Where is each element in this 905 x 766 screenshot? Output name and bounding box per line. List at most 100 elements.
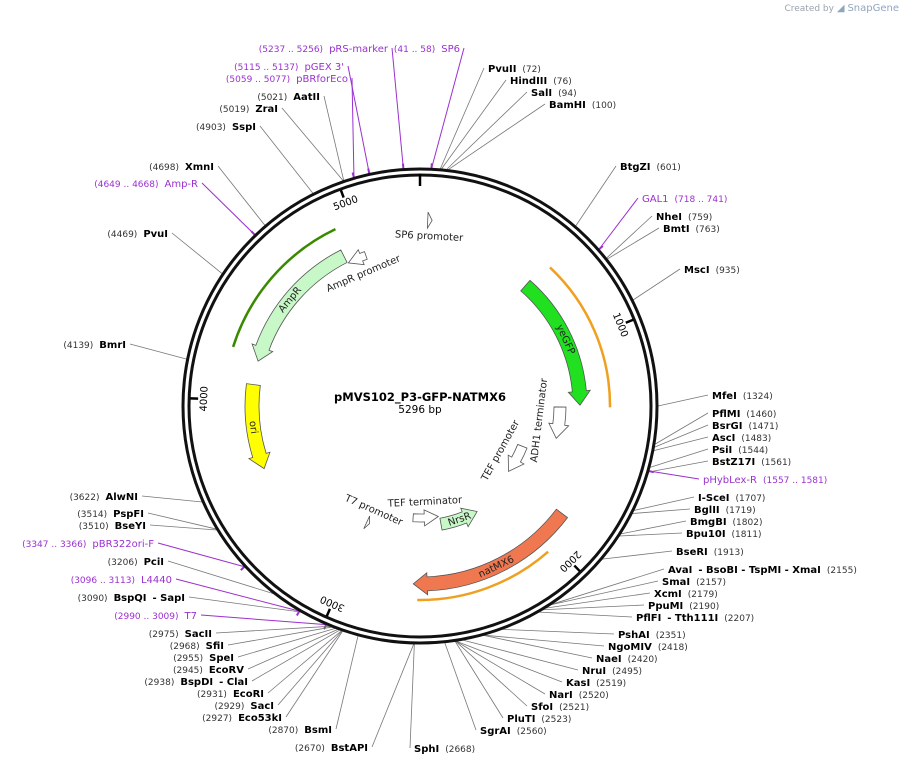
restriction-site-label[interactable]: BstZ17I(1561)	[712, 457, 791, 468]
feature-yegfp[interactable]	[520, 279, 592, 406]
restriction-site-label[interactable]: SmaI(2157)	[662, 577, 726, 588]
feature-sp6-promoter[interactable]	[426, 211, 433, 230]
restriction-site-label[interactable]: PflFI- Tth111I(2207)	[636, 613, 754, 624]
restriction-site-label[interactable]: NarI(2520)	[549, 690, 609, 701]
restriction-site-label[interactable]: (4469)PvuI	[107, 229, 168, 240]
restriction-site-label[interactable]: (3510)BseYI	[79, 521, 146, 532]
restriction-site-label[interactable]: KasI(2519)	[566, 678, 626, 689]
credit-prefix: Created by	[784, 4, 834, 14]
restriction-site-label[interactable]: (2955)SpeI	[173, 653, 234, 664]
restriction-site-label[interactable]: AscI(1483)	[712, 433, 771, 444]
restriction-site-label[interactable]: PluTI(2523)	[507, 714, 571, 725]
site-position: (2938)	[144, 678, 174, 688]
svg-text:(2975)SacII: (2975)SacII	[149, 629, 212, 640]
restriction-site-label[interactable]: BglII(1719)	[694, 505, 756, 516]
restriction-site-label[interactable]: (2968)SfiI	[170, 641, 224, 652]
restriction-site-label[interactable]: (5019)ZraI	[219, 104, 278, 115]
restriction-site-label[interactable]: (4698)XmnI	[149, 162, 214, 173]
feature-t7-promoter[interactable]	[363, 515, 371, 530]
restriction-site-label[interactable]: BamHI(100)	[549, 100, 616, 111]
restriction-site-label[interactable]: NheI(759)	[656, 212, 712, 223]
site-name: NaeI	[596, 654, 622, 665]
site-name: BstAPI	[331, 743, 368, 754]
restriction-site-label[interactable]: SfoI(2521)	[531, 702, 589, 713]
restriction-site-label[interactable]: (2945)EcoRV	[173, 665, 244, 676]
restriction-site-label[interactable]: I-SceI(1707)	[698, 493, 765, 504]
restriction-site-label[interactable]: (3514)PspFI	[77, 509, 144, 520]
svg-text:(4469)PvuI: (4469)PvuI	[107, 229, 168, 240]
restriction-site-label[interactable]: NgoMIV(2418)	[608, 642, 688, 653]
restriction-site-label[interactable]: BtgZI(601)	[620, 162, 681, 173]
feature-site-label[interactable]: (41 .. 58)SP6	[394, 44, 460, 55]
restriction-site-label[interactable]: (3090)BspQI- SapI	[78, 593, 185, 604]
svg-text:(2670)BstAPI: (2670)BstAPI	[295, 743, 368, 754]
feature-ori[interactable]	[244, 383, 271, 470]
svg-text:NaeI(2420): NaeI(2420)	[596, 654, 658, 665]
restriction-site-label[interactable]: PsiI(1544)	[712, 445, 768, 456]
feature-site-label[interactable]: (3347 .. 3366)pBR322ori-F	[22, 539, 154, 550]
restriction-site-label[interactable]: NaeI(2420)	[596, 654, 658, 665]
feature-adh1-terminator[interactable]	[548, 406, 570, 439]
feature-site-label[interactable]: (5115 .. 5137)pGEX 3'	[234, 62, 344, 73]
snapgene-logo: ◢	[836, 3, 845, 14]
restriction-site-label[interactable]: BmgBI(1802)	[690, 517, 762, 528]
feature-site-label[interactable]: (3096 .. 3113)L4440	[71, 575, 172, 586]
restriction-site-label[interactable]: PvuII(72)	[488, 64, 541, 75]
site-name: SacI	[250, 701, 274, 712]
feature-natmx6[interactable]	[412, 508, 569, 596]
restriction-site-label[interactable]: BseRI(1913)	[676, 547, 744, 558]
site-connector	[606, 215, 653, 259]
feature-site-label[interactable]: (5059 .. 5077)pBRforEco	[226, 74, 348, 85]
restriction-site-label[interactable]: BsrGI(1471)	[712, 421, 778, 432]
restriction-site-label[interactable]: HindIII(76)	[510, 76, 572, 87]
site-name: Eco53kI	[238, 713, 282, 724]
feature-site-label[interactable]: pHybLex-R(1557 .. 1581)	[703, 475, 827, 486]
scale-tick	[339, 189, 345, 198]
site-connector	[648, 460, 709, 473]
feature-ampr-promoter[interactable]	[347, 248, 368, 266]
site-connector	[462, 639, 579, 671]
restriction-site-label[interactable]: NruI(2495)	[582, 666, 642, 677]
restriction-site-label[interactable]: (5021)AatII	[257, 92, 320, 103]
restriction-site-label[interactable]: PshAI(2351)	[618, 630, 686, 641]
restriction-site-label[interactable]: (4903)SspI	[196, 122, 256, 133]
restriction-site-label[interactable]: (4139)BmrI	[63, 340, 126, 351]
svg-text:NheI(759): NheI(759)	[656, 212, 712, 223]
site-name: BmtI	[663, 224, 690, 235]
restriction-site-label[interactable]: (3206)PciI	[108, 557, 164, 568]
feature-ampr[interactable]	[251, 249, 348, 362]
restriction-site-label[interactable]: (2975)SacII	[149, 629, 212, 640]
feature-label: ori	[247, 420, 260, 434]
feature-site-label[interactable]: GAL1(718 .. 741)	[642, 194, 727, 205]
restriction-site-label[interactable]: (2870)BsmI	[268, 725, 332, 736]
feature-nrsr[interactable]	[439, 507, 478, 531]
restriction-site-label[interactable]: (2929)SacI	[214, 701, 274, 712]
svg-text:(5019)ZraI: (5019)ZraI	[219, 104, 278, 115]
restriction-site-label[interactable]: MscI(935)	[684, 265, 740, 276]
restriction-site-label[interactable]: SgrAI(2560)	[480, 726, 547, 737]
restriction-site-label[interactable]: SalI(94)	[531, 88, 577, 99]
site-position: (3622)	[70, 493, 100, 503]
site-position: (100)	[592, 101, 616, 111]
restriction-site-label[interactable]: (3622)AlwNI	[70, 492, 138, 503]
restriction-site-label[interactable]: (2938)BspDI- ClaI	[144, 677, 248, 688]
restriction-site-label[interactable]: XcmI(2179)	[654, 589, 718, 600]
restriction-site-label[interactable]: (2931)EcoRI	[197, 689, 264, 700]
feature-site-label[interactable]: (4649 .. 4668)Amp-R	[94, 179, 198, 190]
feature-tef-promoter[interactable]	[507, 443, 528, 472]
site-connector	[441, 79, 507, 170]
restriction-site-label[interactable]: MfeI(1324)	[712, 391, 773, 402]
feature-tef-terminator[interactable]	[412, 509, 440, 527]
restriction-site-label[interactable]: PpuMI(2190)	[648, 601, 719, 612]
restriction-site-label[interactable]: (2670)BstAPI	[295, 743, 368, 754]
restriction-site-label[interactable]: Bpu10I(1811)	[686, 529, 761, 540]
feature-site-label[interactable]: (2990 .. 3009)T7	[114, 611, 197, 622]
feature-site-label[interactable]: (5237 .. 5256)pRS-marker	[259, 44, 389, 55]
site-name: pGEX 3'	[304, 62, 344, 73]
restriction-site-label[interactable]: PflMI(1460)	[712, 409, 776, 420]
restriction-site-label[interactable]: SphI(2668)	[414, 744, 475, 755]
restriction-site-label[interactable]: (2927)Eco53kI	[202, 713, 282, 724]
restriction-site-label[interactable]: AvaI- BsoBI - TspMI - XmaI(2155)	[668, 565, 857, 576]
site-name: BmgBI	[690, 517, 727, 528]
restriction-site-label[interactable]: BmtI(763)	[663, 224, 720, 235]
